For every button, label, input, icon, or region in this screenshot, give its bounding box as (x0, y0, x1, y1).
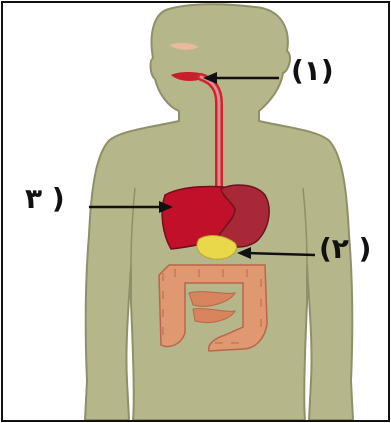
label-2: (٢ ) (319, 235, 371, 263)
label-1: (١) (291, 57, 334, 85)
label-3: ٣ ) (25, 185, 65, 213)
